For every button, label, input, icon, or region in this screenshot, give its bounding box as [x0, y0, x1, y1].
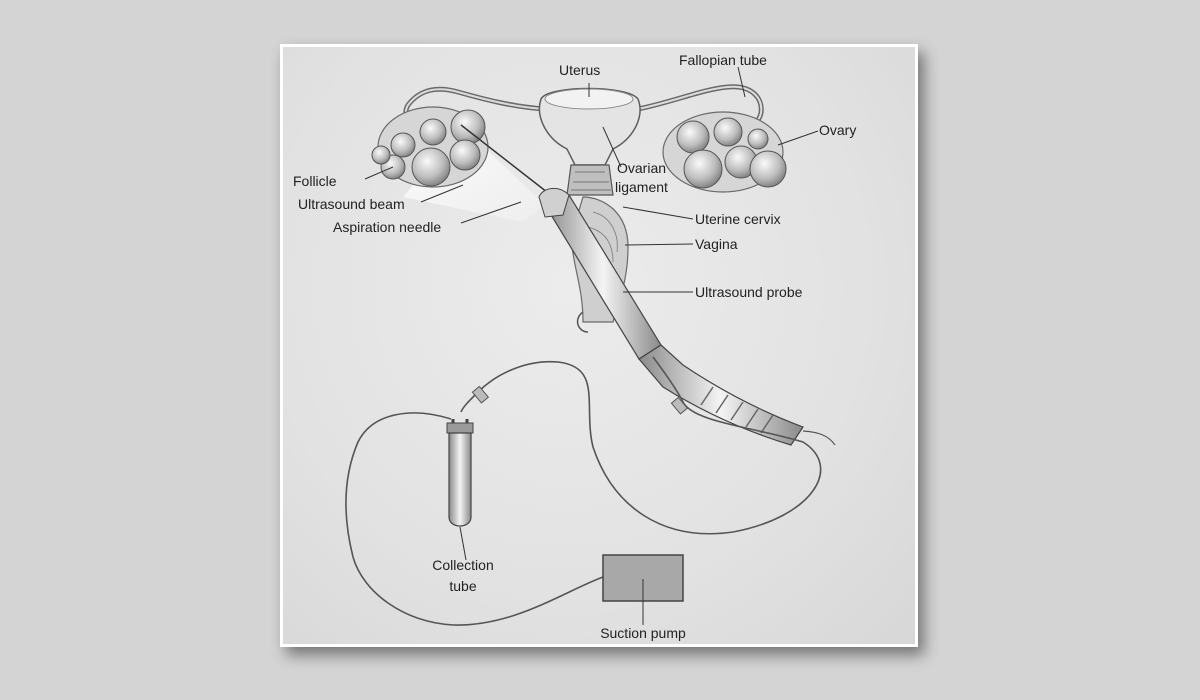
label-vagina: Vagina — [695, 236, 738, 252]
diagram-canvas: Uterus Fallopian tube Ovary Follicle Ova… — [283, 47, 915, 644]
label-ovarian-ligament-2: ligament — [615, 179, 668, 195]
label-fallopian-tube: Fallopian tube — [679, 52, 767, 68]
illustration — [345, 66, 836, 626]
label-uterus: Uterus — [559, 62, 601, 78]
label-uterine-cervix: Uterine cervix — [695, 211, 781, 227]
right-ovary — [662, 111, 787, 193]
ultrasound-beam — [403, 127, 545, 222]
left-ovary — [371, 106, 489, 188]
label-suction-pump: Suction pump — [600, 625, 686, 641]
leader-lines — [364, 66, 819, 625]
label-collection-tube-1: Collection — [432, 557, 494, 573]
label-ultrasound-probe: Ultrasound probe — [695, 284, 803, 300]
label-follicle: Follicle — [293, 173, 337, 189]
label-collection-tube-2: tube — [449, 578, 477, 594]
label-aspiration-needle: Aspiration needle — [333, 219, 442, 235]
collection-tube — [446, 419, 474, 527]
diagram-frame: Uterus Fallopian tube Ovary Follicle Ova… — [280, 44, 918, 647]
label-ovary: Ovary — [819, 122, 857, 138]
ultrasound-probe — [538, 188, 836, 446]
label-ovarian-ligament-1: Ovarian — [617, 160, 667, 176]
aspiration-tubing — [460, 356, 822, 535]
label-ultrasound-beam: Ultrasound beam — [298, 196, 405, 212]
